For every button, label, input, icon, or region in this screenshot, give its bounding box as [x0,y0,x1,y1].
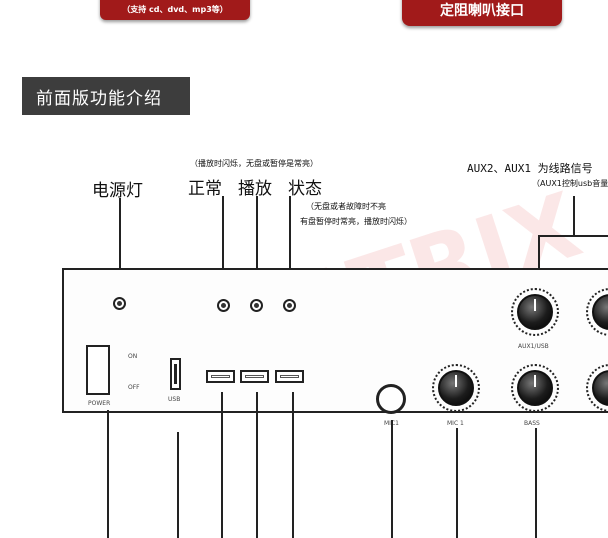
label-power-light: 电源灯 [92,181,143,201]
usb-port[interactable] [170,358,181,390]
normal-led [217,299,230,312]
bass-knob-scale [511,364,559,412]
label-play: 播放 [238,179,272,199]
power-led [113,297,126,310]
top-banner-right: 定阻喇叭接口 [402,0,562,26]
leader-play [256,196,258,292]
mic1-knob-scale [432,364,480,412]
play-button[interactable] [240,370,269,383]
leader-mic-jack [391,420,393,538]
power-label: POWER [88,400,111,407]
normal-button[interactable] [206,370,235,383]
power-switch[interactable] [86,345,110,395]
section-title: 前面版功能介绍 [22,77,190,115]
mic1-jack[interactable] [376,384,406,414]
top-banner-left: （支持 cd、dvd、mp3等） [100,0,250,20]
leader-usb [177,432,179,538]
leader-aux [573,196,575,236]
bass-knob-label: BASS [524,420,540,427]
label-aux: AUX2、AUX1 为线路信号 [467,162,593,175]
aux1-knob-scale [511,288,559,336]
leader-normal-button [221,392,223,538]
status-led [283,299,296,312]
usb-label: USB [168,396,181,403]
switch-off-label: OFF [128,384,140,391]
top-banner-right-text: 定阻喇叭接口 [440,3,524,19]
play-led [250,299,263,312]
leader-status-button [292,392,294,538]
bass-knob[interactable] [517,370,553,406]
note-status-1: （无盘或者故障时不亮 [306,202,386,211]
leader-bass-knob [535,428,537,538]
label-aux-sub: （AUX1控制usb音量 [532,179,608,188]
mic1-knob-label: MIC 1 [447,420,464,427]
leader-play-button [256,392,258,538]
leader-power-switch [107,410,109,538]
leader-status [289,196,291,292]
leader-aux1 [538,235,540,283]
top-banner-left-text: （支持 cd、dvd、mp3等） [122,5,228,14]
label-status: 状态 [288,179,322,199]
mic1-knob[interactable] [438,370,474,406]
leader-mic-knob [456,428,458,538]
aux1-usb-knob[interactable] [517,294,553,330]
note-top: （播放时闪烁，无盘或暂停是常亮） [190,159,318,168]
note-status-2: 有盘暂停时常亮，播放时闪烁） [300,217,412,226]
leader-power-light [119,198,121,290]
aux1-usb-knob-label: AUX1/USB [518,343,549,350]
leader-aux-bracket [538,235,608,237]
leader-normal [222,196,224,292]
status-button[interactable] [275,370,304,383]
section-title-text: 前面版功能介绍 [36,88,162,109]
label-normal: 正常 [188,179,222,199]
switch-on-label: ON [128,353,138,360]
